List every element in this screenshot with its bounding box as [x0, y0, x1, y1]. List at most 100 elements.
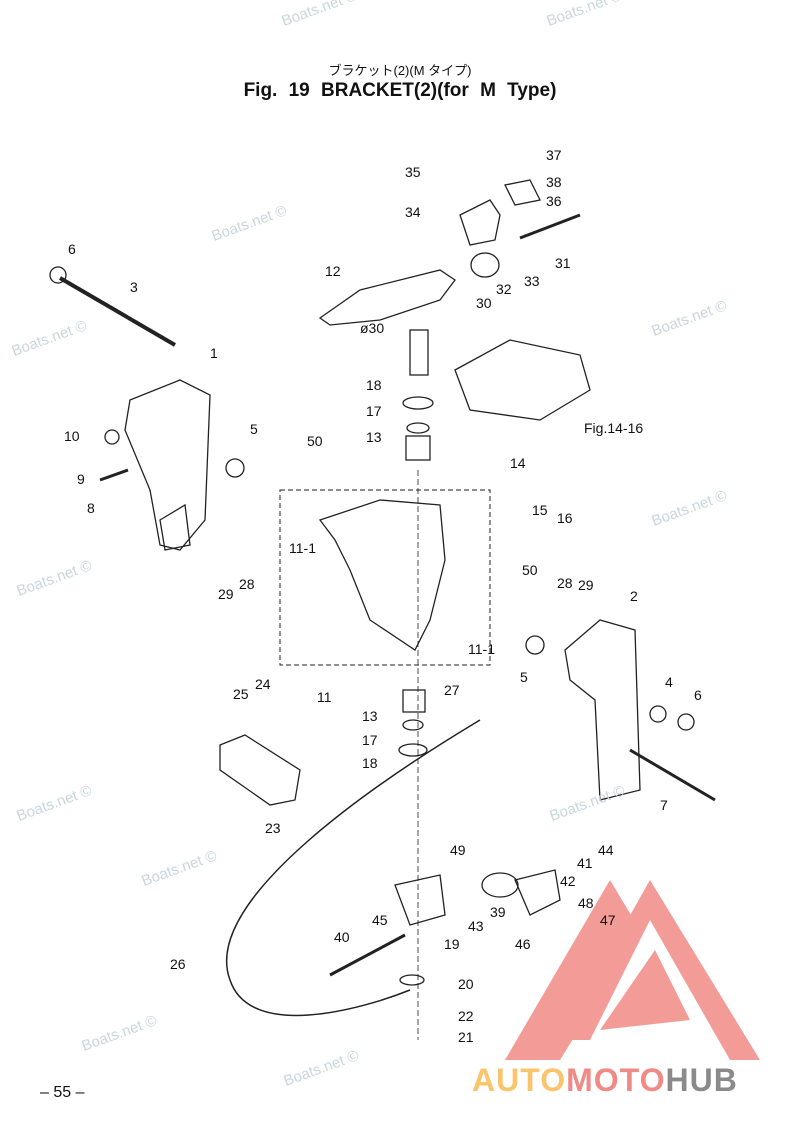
page-number: – 55 –	[40, 1084, 85, 1101]
part-34	[459, 199, 501, 246]
washer-part-18	[402, 396, 434, 410]
callout: 4	[665, 674, 673, 690]
callout: 11-1	[468, 641, 495, 657]
bushing-part-13b	[402, 689, 426, 713]
part-19	[394, 874, 446, 926]
callout: Fig.14-16	[584, 420, 644, 436]
callout: 23	[265, 820, 281, 836]
callout: 22	[458, 1008, 474, 1024]
washer-part-5	[225, 458, 245, 478]
callout: 29	[218, 586, 234, 602]
logo-text-auto: AUTO	[472, 1062, 567, 1098]
callout: 6	[694, 687, 702, 703]
callout: 30	[476, 295, 492, 311]
washer-part-20	[399, 974, 425, 986]
callout: 1	[210, 345, 218, 361]
callout: 20	[458, 976, 474, 992]
washer-part-5b	[525, 635, 545, 655]
bolt-part-31	[519, 213, 581, 240]
callout: 17	[362, 732, 378, 748]
automotohub-logo: AUTOMOTOHUB	[472, 1062, 738, 1099]
nut-part-6	[49, 266, 67, 284]
rod-part-7	[629, 748, 716, 802]
callout: 28	[239, 576, 255, 592]
callout: 35	[405, 164, 421, 180]
callout: 36	[546, 193, 562, 209]
callout: 47	[600, 912, 616, 928]
callout: 45	[372, 912, 388, 928]
callout: 25	[233, 686, 249, 702]
japanese-title: ブラケット(2)(M タイプ)	[328, 63, 472, 78]
logo-text-moto: MOTO	[566, 1062, 666, 1098]
callout: 29	[578, 577, 594, 593]
callout: 34	[405, 204, 421, 220]
callout: 15	[532, 502, 548, 518]
shaft-part	[409, 329, 429, 376]
callout: 5	[520, 669, 528, 685]
callout: 31	[555, 255, 571, 271]
callout: ø30	[360, 320, 385, 336]
callout: 41	[577, 855, 593, 871]
callout: 10	[64, 428, 80, 444]
bolt-part-9	[99, 468, 129, 482]
callout: 21	[458, 1029, 474, 1045]
callout: 43	[468, 918, 484, 934]
callout: 2	[630, 588, 638, 604]
callout: 33	[524, 273, 540, 289]
callout: 46	[515, 936, 531, 952]
callout: 6	[68, 241, 76, 257]
callout: 7	[660, 797, 668, 813]
callout: 8	[87, 500, 95, 516]
callout: 40	[334, 929, 350, 945]
figure-title: Fig. 19 BRACKET(2)(for M Type)	[243, 80, 557, 101]
part-36	[504, 179, 541, 206]
callout: 18	[362, 755, 378, 771]
automotohub-logo-mark	[505, 880, 760, 1060]
callout: 16	[557, 510, 573, 526]
part-39	[481, 872, 519, 898]
callout: 13	[366, 429, 382, 445]
callout: 50	[522, 562, 538, 578]
callout: 32	[496, 281, 512, 297]
callout: 27	[444, 682, 460, 698]
bracket-part-1	[124, 379, 211, 551]
bolt-part-40	[329, 933, 406, 977]
callout: 37	[546, 147, 562, 163]
callout: 18	[366, 377, 382, 393]
callout: 11	[317, 689, 332, 705]
clamp-part-12	[318, 269, 456, 326]
nut-part-6b	[677, 713, 695, 731]
callout: 12	[325, 263, 341, 279]
washer-part-10	[104, 429, 120, 445]
callout: 9	[77, 471, 85, 487]
callout: 5	[250, 421, 258, 437]
callout: 50	[307, 433, 323, 449]
callout: 28	[557, 575, 573, 591]
plate-part-46	[514, 869, 561, 916]
callout: 17	[366, 403, 382, 419]
plate-part-23	[219, 734, 301, 806]
callout: 26	[170, 956, 186, 972]
callout: 3	[130, 279, 138, 295]
swivel-group-box	[279, 489, 491, 666]
reference-frame	[454, 339, 591, 421]
callout: 39	[490, 904, 506, 920]
nut-part-4	[649, 705, 667, 723]
callout: 24	[255, 676, 271, 692]
swivel-bracket-part-11	[318, 499, 446, 651]
rod-part-3	[58, 276, 177, 347]
bushing-part-13	[405, 435, 431, 461]
callout: 49	[450, 842, 466, 858]
callout: 48	[578, 895, 594, 911]
callout: 14	[510, 455, 526, 471]
callout: 44	[598, 842, 614, 858]
callout: 19	[444, 936, 460, 952]
logo-text-hub: HUB	[665, 1062, 738, 1098]
callout: 11-1	[289, 540, 316, 556]
bracket-part-2	[564, 619, 641, 801]
callout: 42	[560, 873, 576, 889]
cable-part-26	[226, 719, 481, 1017]
callout: 13	[362, 708, 378, 724]
